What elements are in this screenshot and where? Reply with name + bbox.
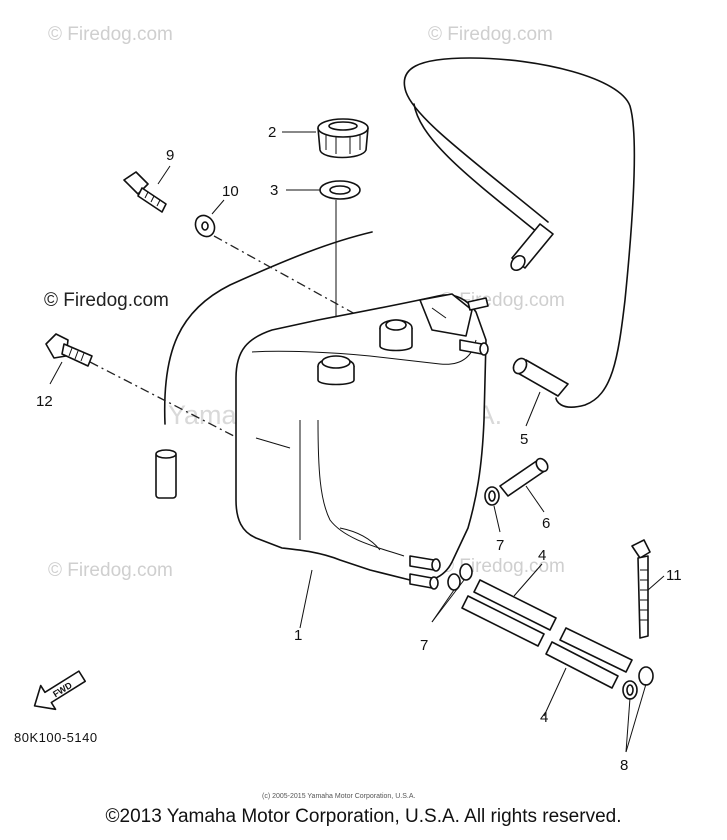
- callout-leaders: [49, 131, 665, 753]
- vent-hose-loop: [403, 57, 636, 408]
- watermark-mid-left: © Firedog.com: [44, 290, 169, 311]
- bolt-part-9: [123, 171, 167, 213]
- bolt-part-12: [45, 333, 93, 367]
- callout-4-lower: 4: [540, 709, 548, 726]
- oil-tank: [235, 293, 489, 590]
- clip-part-7-lower: [447, 563, 473, 591]
- hose-part-4-upper: [461, 579, 633, 689]
- hose-piece-left: [155, 449, 177, 499]
- callout-6: 6: [542, 515, 550, 532]
- cap-gasket: [319, 180, 361, 200]
- washer-part-10: [194, 214, 216, 238]
- oil-tank-cap: [317, 118, 369, 159]
- callout-9: 9: [166, 147, 174, 164]
- callout-8: 8: [620, 757, 628, 774]
- callout-4-upper: 4: [538, 547, 546, 564]
- watermark-top-right: © Firedog.com: [428, 24, 553, 45]
- small-copyright: (c) 2005-2015 Yamaha Motor Corporation, …: [262, 793, 415, 800]
- hose-piece-upper: [510, 223, 554, 272]
- callout-10: 10: [222, 183, 239, 200]
- callout-12: 12: [36, 393, 53, 410]
- footer-copyright: ©2013 Yamaha Motor Corporation, U.S.A. A…: [105, 806, 622, 827]
- hose-part-6: [499, 457, 549, 497]
- cable-tie-part-11: [631, 539, 651, 639]
- diagram-code: 80K100-5140: [14, 730, 98, 745]
- callout-2: 2: [268, 124, 276, 141]
- callout-11: 11: [666, 567, 682, 584]
- callout-7-lower: 7: [420, 637, 428, 654]
- callout-1: 1: [294, 627, 302, 644]
- return-hose-loop: [163, 231, 373, 425]
- clip-part-7-upper: [484, 486, 500, 506]
- callout-5: 5: [520, 431, 528, 448]
- clamp-part-8: [622, 666, 654, 700]
- watermark-lower-left: © Firedog.com: [48, 560, 173, 581]
- watermark-top-left: © Firedog.com: [48, 24, 173, 45]
- fwd-arrow-icon: FWD: [33, 670, 87, 711]
- callout-3: 3: [270, 182, 278, 199]
- hose-part-5: [512, 357, 569, 397]
- vent-hose-loop-inner: [413, 103, 538, 233]
- callout-7-upper: 7: [496, 537, 504, 554]
